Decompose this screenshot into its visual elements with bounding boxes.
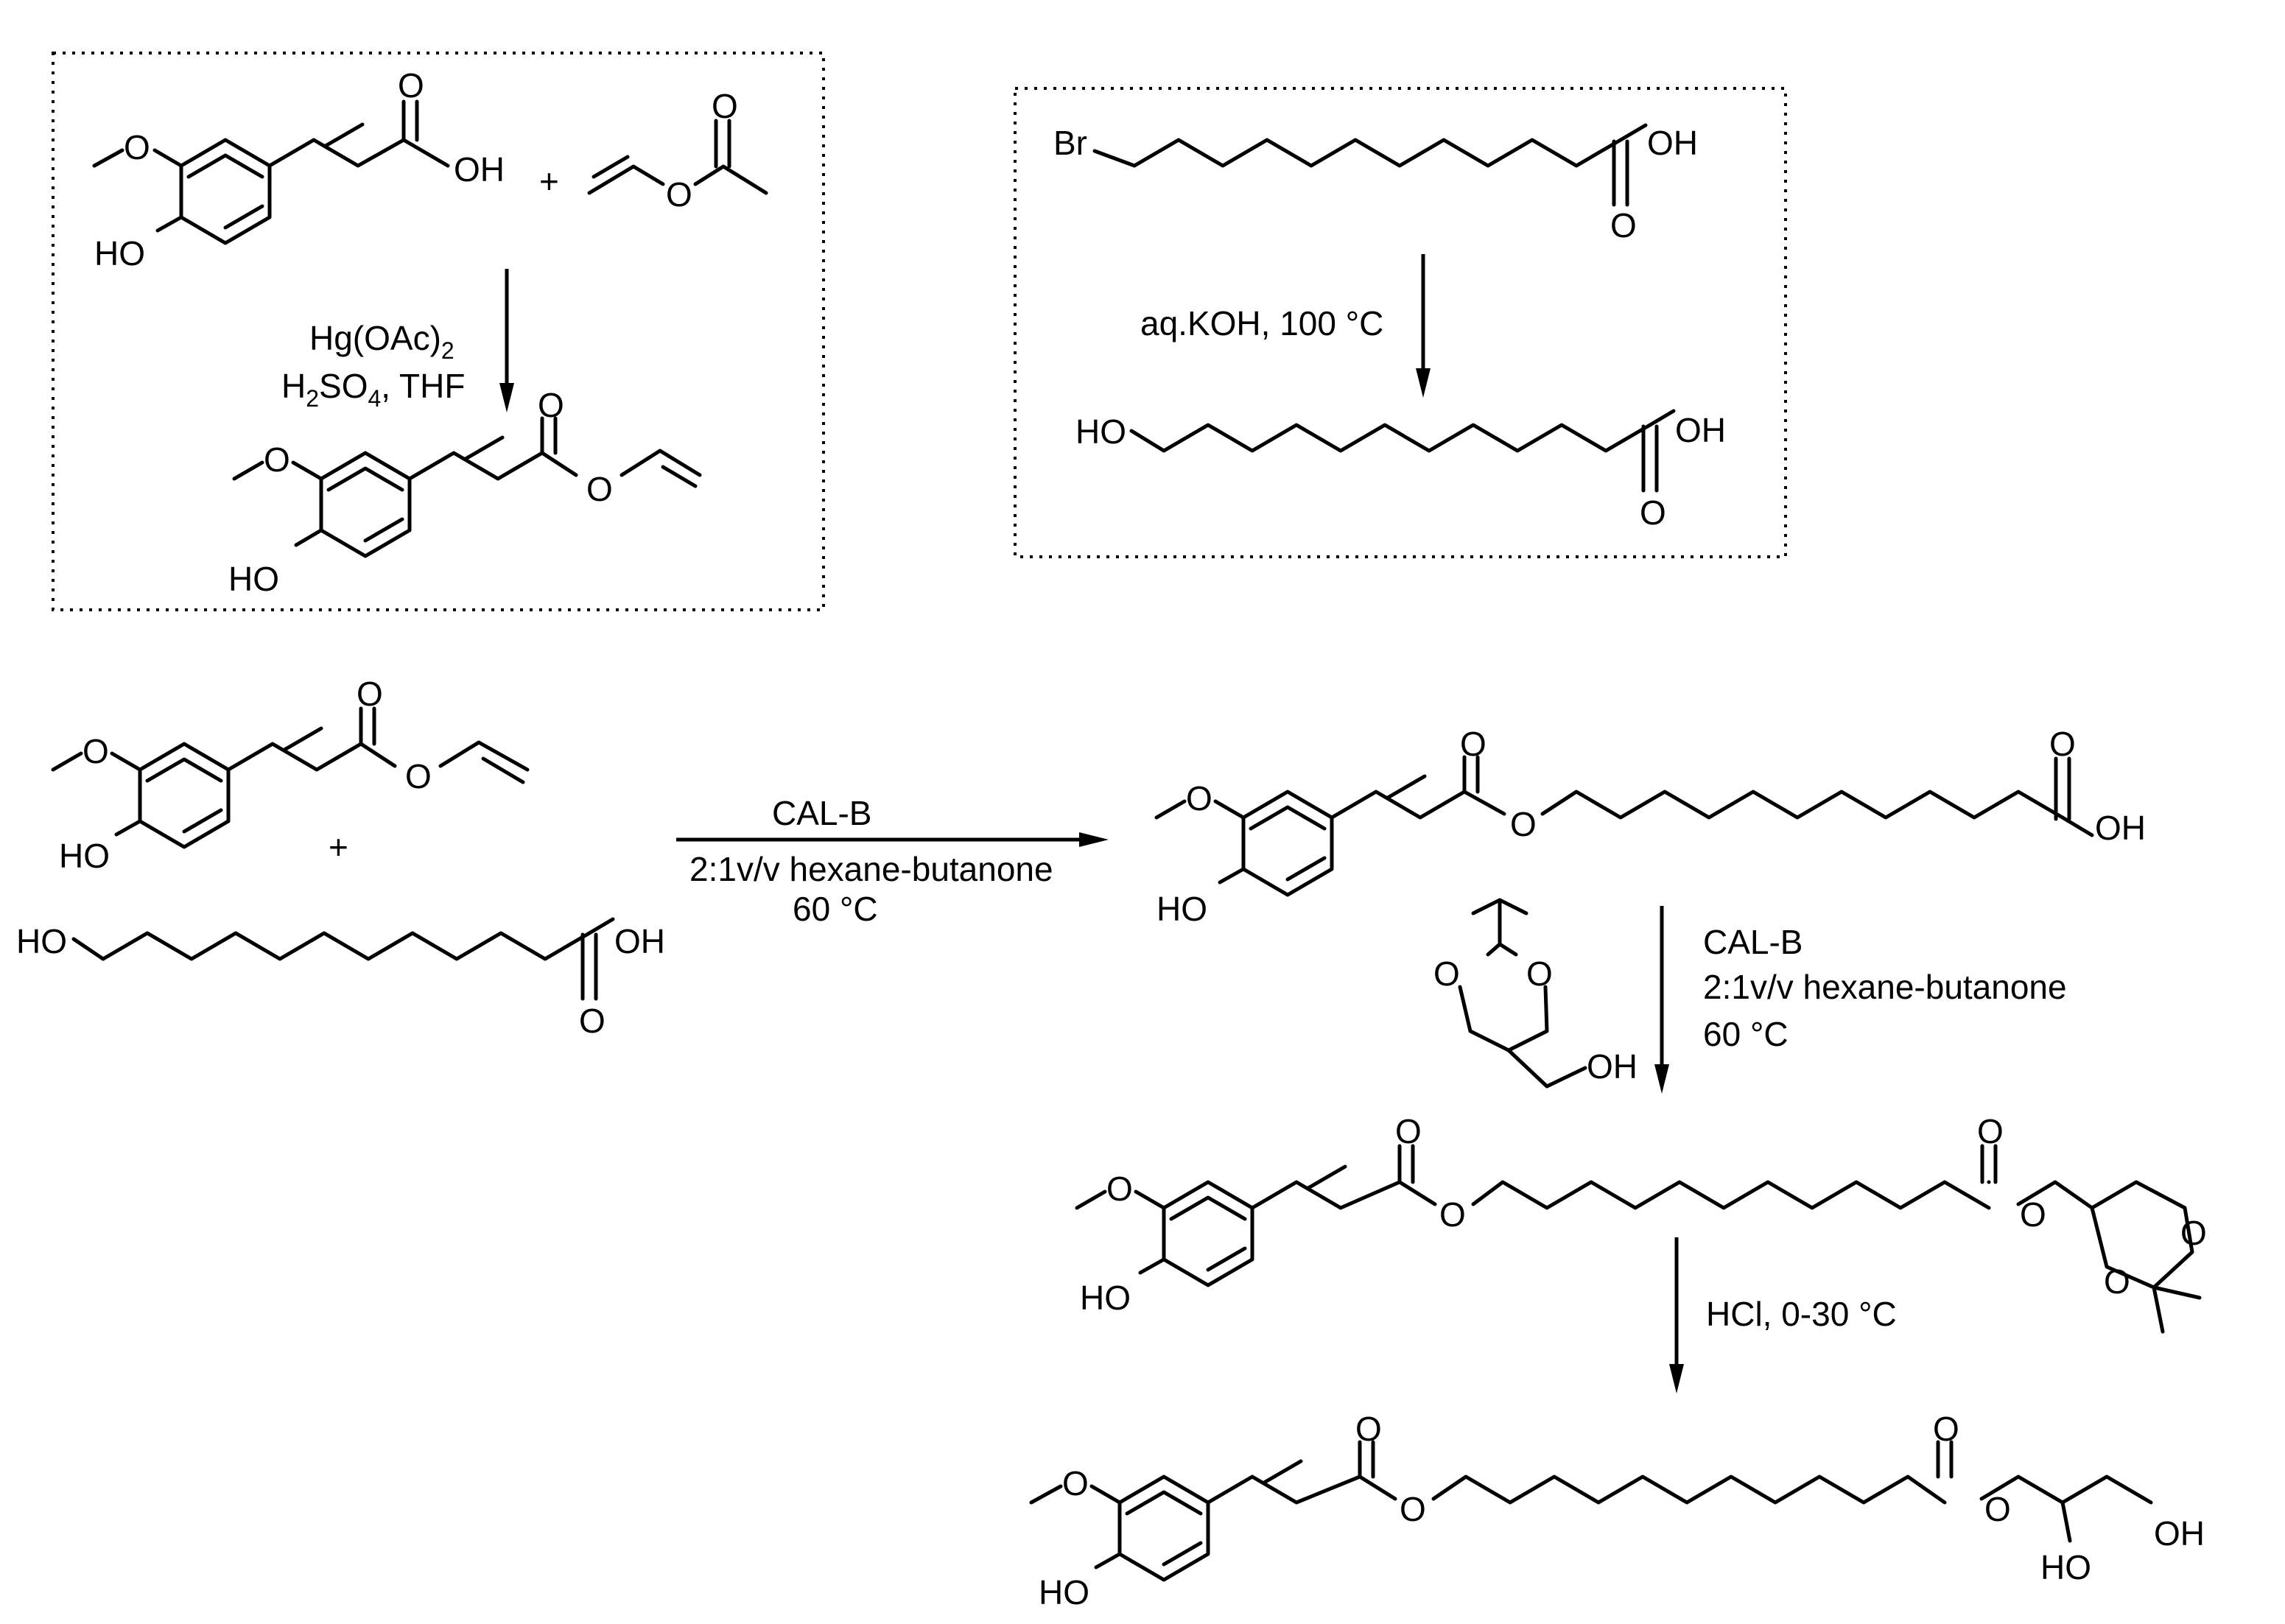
atom-o-carbonyl: O	[357, 675, 383, 713]
atom-o-ester: O	[586, 470, 613, 508]
atom-oh-acid: OH	[454, 150, 505, 189]
atom-o-ester: O	[405, 757, 432, 795]
atom-ho-phenol: HO	[94, 234, 145, 273]
label-koh: aq.KOH, 100 °C	[1140, 304, 1383, 342]
atom-o-carbonyl-1: O	[1355, 1410, 1382, 1448]
atom-o-carbonyl-2: O	[1933, 1410, 1959, 1448]
atom-o-ring-right: O	[1526, 955, 1553, 993]
label-solvent-2: 2:1v/v hexane-butanone	[1703, 968, 2067, 1006]
arrow-step5	[1669, 1237, 1684, 1393]
arrow-step1	[499, 269, 514, 412]
atom-o-carbonyl: O	[579, 1002, 606, 1040]
hydroxyundecanoic-acid-reactant: HO OH O	[16, 917, 665, 1040]
atom-o-ester-2: O	[1984, 1490, 2011, 1528]
atom-oh-acid: OH	[1675, 411, 1726, 449]
atom-ho-secondary: HO	[2040, 1548, 2091, 1586]
vinyl-ferulate-product: O HO O O	[228, 386, 702, 598]
atom-o-ester: O	[666, 175, 692, 214]
atom-o-methoxy: O	[124, 128, 150, 166]
atom-ho-phenol: HO	[1156, 890, 1207, 928]
atom-ho-phenol: HO	[228, 560, 279, 598]
atom-ho: HO	[1075, 412, 1126, 451]
atom-br: Br	[1053, 124, 1087, 162]
atom-o-methoxy: O	[1186, 779, 1212, 818]
atom-oh: OH	[1587, 1047, 1638, 1086]
atom-o-carbonyl-acid: O	[2049, 725, 2076, 763]
atom-o-carbonyl-1: O	[1395, 1112, 1422, 1150]
label-hg-oac: Hg(OAc)2	[309, 319, 454, 364]
atom-o-carbonyl: O	[398, 66, 424, 105]
atom-ho: HO	[16, 922, 67, 960]
atom-oh-acid: OH	[2095, 809, 2146, 847]
label-temp-1: 60 °C	[793, 890, 878, 928]
atom-o-carbonyl: O	[538, 386, 564, 424]
label-temp-2: 60 °C	[1703, 1015, 1789, 1053]
arrow-step3	[676, 832, 1109, 847]
atom-o-ring-left: O	[1433, 955, 1460, 993]
atom-o-carbonyl: O	[1610, 206, 1637, 245]
feruloyl-undecanoic-acid: O HO O O O OH	[1154, 725, 2146, 928]
atom-oh-acid: OH	[614, 922, 665, 960]
atom-ho-phenol: HO	[1080, 1279, 1131, 1317]
arrow-step4	[1654, 906, 1669, 1094]
atom-o-methoxy: O	[83, 732, 109, 770]
label-hcl: HCl, 0-30 °C	[1706, 1295, 1897, 1333]
box-vinyl-ferulate-synthesis	[52, 52, 825, 611]
atom-o-carbonyl: O	[1460, 725, 1487, 763]
atom-oh-primary: OH	[2154, 1514, 2205, 1553]
atom-ho-phenol: HO	[59, 837, 110, 875]
atom-o-carbonyl: O	[1640, 493, 1666, 532]
vinyl-acetate: O O	[587, 87, 768, 214]
label-h2so4-thf: H2SO4, THF	[281, 367, 465, 412]
atom-o-carbonyl-2: O	[1977, 1112, 2004, 1150]
ferulic-acid: O HO O OH	[92, 66, 505, 273]
label-calb-1: CAL-B	[772, 794, 871, 832]
atom-o-ester-2: O	[2020, 1195, 2046, 1234]
atom-o-carbonyl: O	[712, 87, 738, 125]
acetonide-protected-ester: O HO O O O O O O	[1075, 1112, 2207, 1334]
label-solvent-1: 2:1v/v hexane-butanone	[689, 850, 1053, 888]
atom-o-methoxy: O	[264, 440, 290, 479]
atom-o-methoxy: O	[1106, 1170, 1133, 1208]
atom-o-ester: O	[1510, 805, 1537, 843]
atom-oh-acid: OH	[1647, 124, 1698, 162]
plus-sign: +	[539, 162, 559, 200]
solketal: O O OH	[1433, 898, 1638, 1089]
vinyl-ferulate-reactant: O HO O O	[51, 675, 530, 875]
box-hydroxyundecanoic-synthesis	[1014, 87, 1787, 558]
atom-o-methoxy: O	[1062, 1464, 1089, 1502]
atom-o-ring-2: O	[2104, 1262, 2130, 1301]
atom-o-ester-1: O	[1439, 1195, 1466, 1234]
atom-ho-phenol: HO	[1039, 1573, 1089, 1611]
hydroxyundecanoic-acid-box: HO OH O	[1075, 409, 1726, 532]
label-calb-2: CAL-B	[1703, 923, 1803, 961]
final-product-feruloyl-glyceride: O HO O O O O OH HO	[1029, 1410, 2205, 1611]
atom-o-ring-1: O	[2180, 1214, 2207, 1252]
plus-sign-main: +	[329, 828, 348, 866]
bromoundecanoic-acid: Br OH O	[1053, 123, 1698, 245]
arrow-step2	[1416, 254, 1431, 398]
atom-o-ester-1: O	[1400, 1490, 1426, 1528]
